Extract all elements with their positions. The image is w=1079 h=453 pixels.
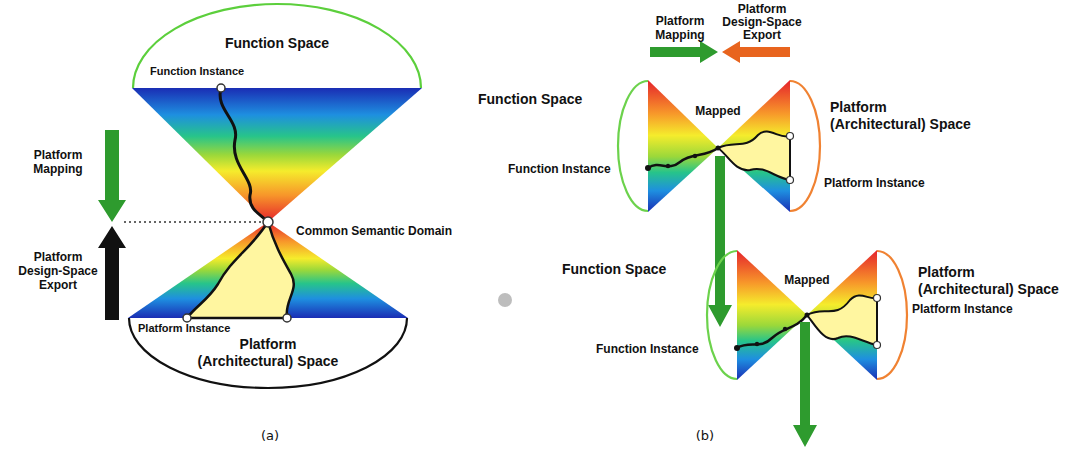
platform-cone — [807, 250, 877, 380]
space-arc-line — [129, 318, 407, 388]
instance-label: Function Instance — [150, 64, 244, 78]
separator-dot — [498, 293, 512, 307]
dotted-guide — [124, 221, 262, 223]
mapped-label: Mapped — [695, 104, 740, 119]
path-mark — [755, 342, 759, 346]
instance-dot — [874, 295, 881, 302]
instance-dot — [183, 314, 191, 322]
platform-region — [187, 222, 294, 318]
space-outline: Function Space — [705, 250, 739, 380]
path-mark — [693, 154, 697, 158]
platform-cone — [718, 80, 790, 212]
export-arrow — [98, 226, 126, 320]
space-arc-line — [618, 81, 648, 211]
instance-label: Function Instance — [508, 162, 611, 177]
space-title: Function Space — [225, 34, 329, 52]
path-mark — [783, 327, 787, 331]
arrow-label: Platform Design-Space Export — [718, 3, 806, 42]
space-title: Platform (Architectural) Space — [918, 264, 1073, 298]
mapping-arrow — [98, 130, 126, 222]
space-outline: Platform (Architectural) Space — [875, 250, 909, 380]
mapped-dot — [716, 146, 721, 151]
instance-dot — [645, 165, 651, 171]
mapped-label: Mapped — [784, 273, 829, 288]
space-title: Function Space — [478, 90, 582, 108]
arrow-label: Platform Mapping — [636, 14, 724, 42]
panel-label: (a) — [261, 428, 279, 444]
instance-label: Platform Instance — [138, 321, 230, 335]
instance-dot — [283, 314, 291, 322]
platform-region — [718, 131, 790, 180]
instance-label: Platform Instance — [824, 176, 925, 191]
refinement-path — [737, 315, 807, 348]
semantic-domain-dot — [263, 217, 273, 227]
refinement-arrow — [708, 156, 732, 327]
function-cone — [648, 80, 718, 212]
space-outline: Platform (Architectural) Space — [788, 80, 822, 212]
instance-dot — [787, 133, 794, 140]
space-arc — [616, 80, 650, 212]
function-cone — [737, 250, 807, 380]
instance-label: Function Instance — [596, 342, 699, 357]
instance-dot — [874, 342, 881, 349]
space-arc — [875, 250, 909, 380]
domain-label: Common Semantic Domain — [296, 224, 452, 239]
space-arc-line — [790, 81, 820, 211]
function-cone — [132, 88, 422, 222]
platform-region — [807, 295, 877, 345]
space-arc — [705, 250, 739, 380]
instance-dot — [734, 345, 740, 351]
mapping-arrow — [650, 41, 718, 63]
instance-dot — [217, 84, 225, 92]
space-arc-line — [133, 4, 421, 88]
export-arrow — [722, 41, 790, 63]
refinement-path — [648, 148, 718, 168]
space-outline: Function Space — [616, 80, 650, 212]
refinement-path — [220, 88, 268, 222]
panel-label: (b) — [696, 428, 714, 444]
instance-label: Platform Instance — [912, 302, 1013, 317]
arrow-label: Platform Design-Space Export — [14, 250, 102, 292]
refinement-arrow — [793, 322, 817, 447]
path-mark — [666, 164, 670, 168]
mapped-dot — [805, 313, 810, 318]
space-title: Platform (Architectural) Space — [830, 99, 985, 133]
space-title: Platform (Architectural) Space — [191, 336, 346, 370]
space-arc-line — [877, 251, 907, 379]
space-arc-line — [707, 251, 737, 379]
instance-dot — [787, 177, 794, 184]
space-title: Function Space — [562, 260, 666, 278]
space-arc — [788, 80, 822, 212]
arrow-label: Platform Mapping — [14, 148, 102, 176]
